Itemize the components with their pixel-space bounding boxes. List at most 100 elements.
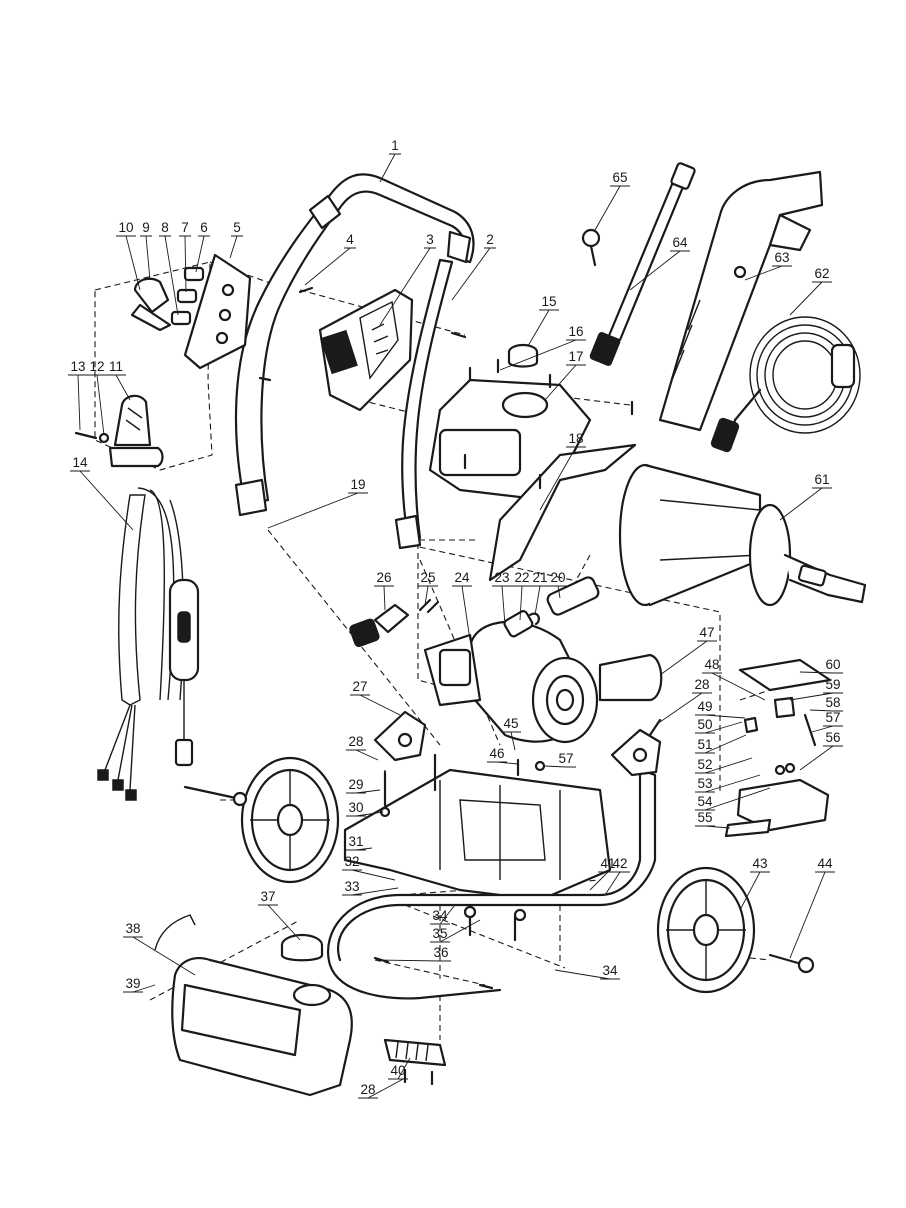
callout-number-53: 53 <box>697 776 712 791</box>
callout-leader-33 <box>342 887 399 896</box>
callout-leader-34 <box>430 904 456 925</box>
callout-number-27: 27 <box>352 679 367 694</box>
callout-leader-37 <box>258 904 301 941</box>
callout-number-6: 6 <box>200 220 208 235</box>
callout-number-47: 47 <box>699 625 714 640</box>
callout-leader-38 <box>123 936 196 976</box>
callout-number-28: 28 <box>348 734 363 749</box>
callout-leader-18 <box>539 446 586 511</box>
callout-leader-52 <box>695 757 753 774</box>
callout-leader-4 <box>304 247 356 286</box>
callout-number-16: 16 <box>568 324 583 339</box>
callout-number-11: 11 <box>109 359 123 374</box>
callout-number-65: 65 <box>612 170 627 185</box>
callout-number-58: 58 <box>825 695 840 710</box>
callout-leader-20 <box>548 585 568 599</box>
callout-leader-47 <box>659 640 717 676</box>
callout-numbers: 1234567891011121314151617181920212223242… <box>68 138 843 1099</box>
callout-leader-6 <box>195 235 210 273</box>
cover-screws <box>463 358 634 490</box>
callout-leader-25 <box>418 585 438 606</box>
callout-number-22: 22 <box>514 570 529 585</box>
callout-leader-12 <box>87 374 107 436</box>
pump-motor <box>423 620 663 744</box>
callout-number-20: 20 <box>550 570 565 585</box>
axles <box>183 785 815 974</box>
callout-number-18: 18 <box>568 431 583 446</box>
callout-leader-24 <box>452 585 472 641</box>
callout-leader-35 <box>430 919 481 943</box>
callout-leader-16 <box>499 339 586 371</box>
callout-leader-63 <box>744 265 792 281</box>
wheel-right <box>656 866 756 994</box>
callout-number-4: 4 <box>346 232 354 247</box>
callout-leader-57 <box>811 725 843 733</box>
callout-number-42: 42 <box>612 856 627 871</box>
callout-leader-53 <box>695 774 761 793</box>
callout-leader-3 <box>379 247 436 326</box>
callout-leader-17 <box>544 364 586 401</box>
callout-leader-11 <box>106 374 131 401</box>
callout-leader-61 <box>779 487 832 521</box>
nozzle-cleaner <box>581 228 601 267</box>
callout-leader-45 <box>501 731 521 751</box>
power-cord <box>97 487 200 801</box>
callout-leader-30 <box>346 811 384 817</box>
callout-number-60: 60 <box>825 657 840 672</box>
callout-number-52: 52 <box>697 757 712 772</box>
callout-number-57: 57 <box>558 751 573 766</box>
cap <box>507 343 539 368</box>
callout-number-36: 36 <box>433 945 448 960</box>
callout-leader-64 <box>629 250 690 291</box>
callout-number-61: 61 <box>814 472 829 487</box>
callout-number-56: 56 <box>825 730 840 745</box>
callout-leader-13 <box>68 374 88 431</box>
callout-number-21: 21 <box>532 570 547 585</box>
callout-leader-22 <box>512 585 532 621</box>
gun-holder <box>74 394 164 468</box>
callout-leader-43 <box>739 871 770 911</box>
callout-leader-1 <box>379 153 401 183</box>
callout-leader-9 <box>140 235 152 281</box>
callout-leader-56 <box>799 745 843 771</box>
callout-number-35: 35 <box>432 926 447 941</box>
callout-leader-46 <box>487 761 519 765</box>
callout-number-50: 50 <box>697 717 712 732</box>
callout-number-5: 5 <box>233 220 241 235</box>
callout-number-10: 10 <box>118 220 133 235</box>
callout-number-1: 1 <box>391 138 399 153</box>
callout-leader-62 <box>789 281 832 316</box>
hose-reel <box>618 463 867 607</box>
callout-number-14: 14 <box>72 455 88 470</box>
callout-number-55: 55 <box>697 810 712 825</box>
callout-number-34: 34 <box>602 963 618 978</box>
callout-leader-42 <box>604 871 630 896</box>
callout-leader-21 <box>530 585 550 616</box>
control-panel <box>318 288 414 412</box>
callout-number-7: 7 <box>181 220 189 235</box>
callout-number-62: 62 <box>814 266 829 281</box>
callout-number-48: 48 <box>704 657 719 672</box>
callout-number-23: 23 <box>494 570 509 585</box>
electrical-box <box>724 658 832 838</box>
callout-number-63: 63 <box>774 250 789 265</box>
callout-number-3: 3 <box>426 232 434 247</box>
callout-leader-14 <box>70 470 134 531</box>
callout-leader-28 <box>358 1077 406 1099</box>
callout-number-15: 15 <box>541 294 556 309</box>
callout-number-19: 19 <box>350 477 365 492</box>
callout-leader-19 <box>267 492 368 529</box>
spray-gun <box>658 170 824 432</box>
callout-number-57: 57 <box>825 710 840 725</box>
callout-leader-60 <box>799 671 843 674</box>
mount-brackets <box>373 710 662 777</box>
callout-number-34: 34 <box>432 908 448 923</box>
callout-leader-28 <box>346 749 379 761</box>
callout-number-43: 43 <box>752 856 767 871</box>
callout-number-13: 13 <box>70 359 85 374</box>
callout-leader-5 <box>229 235 243 259</box>
hose <box>710 316 861 453</box>
callout-number-30: 30 <box>348 800 363 815</box>
callout-leader-65 <box>594 185 630 231</box>
